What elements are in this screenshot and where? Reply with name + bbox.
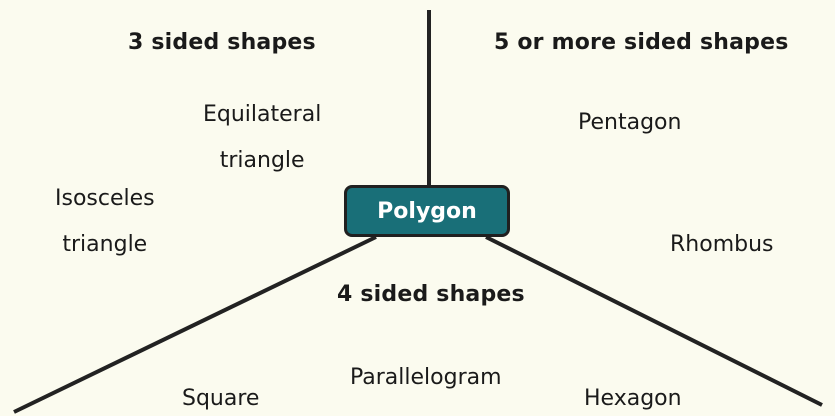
term-isosceles-triangle: Isosceles triangle — [55, 176, 155, 268]
divider-line-left — [13, 235, 377, 414]
term-equilateral-triangle: Equilateral triangle — [203, 92, 321, 184]
divider-line-right — [485, 235, 823, 407]
term-line: Isosceles — [55, 186, 155, 211]
term-rhombus: Rhombus — [670, 232, 774, 257]
term-pentagon: Pentagon — [578, 110, 682, 135]
term-line: triangle — [219, 148, 305, 173]
term-line: triangle — [62, 232, 148, 257]
term-square: Square — [182, 386, 260, 411]
polygon-label: Polygon — [377, 198, 477, 224]
term-hexagon: Hexagon — [584, 386, 682, 411]
term-parallelogram: Parallelogram — [350, 365, 502, 390]
heading-5-or-more-sided-shapes: 5 or more sided shapes — [494, 30, 789, 55]
term-line: Equilateral — [203, 102, 322, 127]
heading-4-sided-shapes: 4 sided shapes — [337, 282, 525, 307]
polygon-center-box: Polygon — [344, 185, 510, 237]
heading-3-sided-shapes: 3 sided shapes — [128, 30, 316, 55]
